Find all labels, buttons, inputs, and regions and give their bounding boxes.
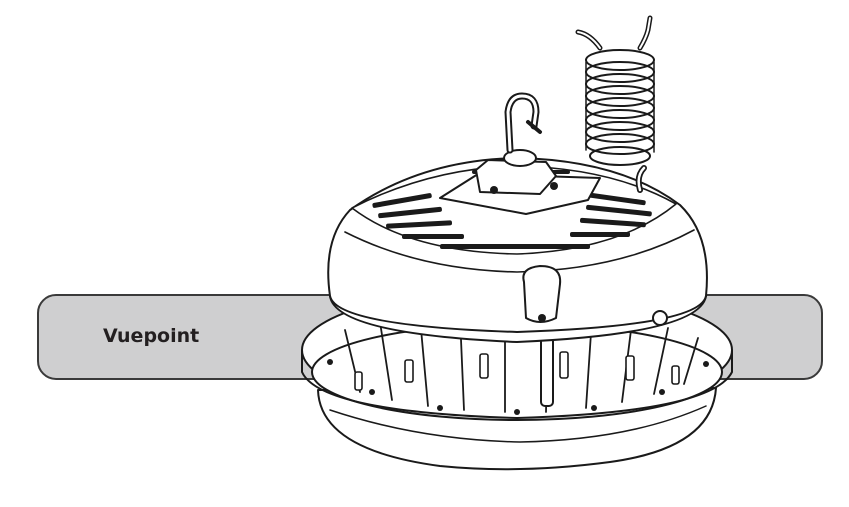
light-fixture-drawing bbox=[301, 15, 733, 471]
upper-housing bbox=[327, 157, 708, 333]
mounting-bracket bbox=[439, 159, 601, 215]
coiled-power-cable bbox=[575, 15, 655, 193]
hanging-hook bbox=[503, 92, 542, 167]
banner-label: Vuepoint bbox=[103, 325, 199, 347]
